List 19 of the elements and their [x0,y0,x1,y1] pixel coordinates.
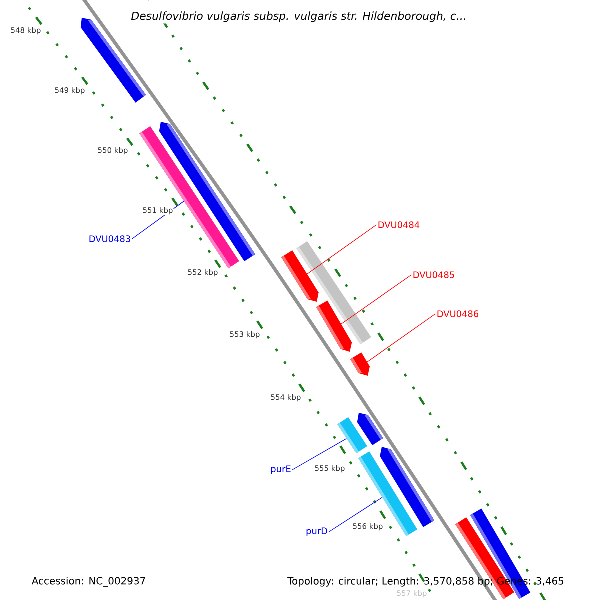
leader-line [341,274,412,324]
gene-block [350,352,370,376]
leader-line [292,438,348,470]
leader-line [307,224,378,274]
gene-block [338,417,368,454]
gene-block [159,122,256,262]
gene-label: purE [271,466,291,474]
accession-text: Accession: NC_002937 [32,577,146,587]
leader-line [328,497,383,532]
gene-label: purD [306,528,328,536]
gene-label: DVU0486 [438,310,479,318]
leader-line [367,314,436,362]
gene-block [316,300,352,352]
gene-label: DVU0485 [414,272,454,278]
gene-block [282,250,319,302]
title: Desulfovibrio vulgaris subsp. vulgaris str. Hildenborough, c... [130,10,468,24]
gene-label: DVU0483 [90,236,130,242]
gene-label: DVU0484 [378,222,420,228]
genome-info-text: Topology: circular; Length: 3,570,858 bp; Genes: 3,465 [288,577,564,587]
